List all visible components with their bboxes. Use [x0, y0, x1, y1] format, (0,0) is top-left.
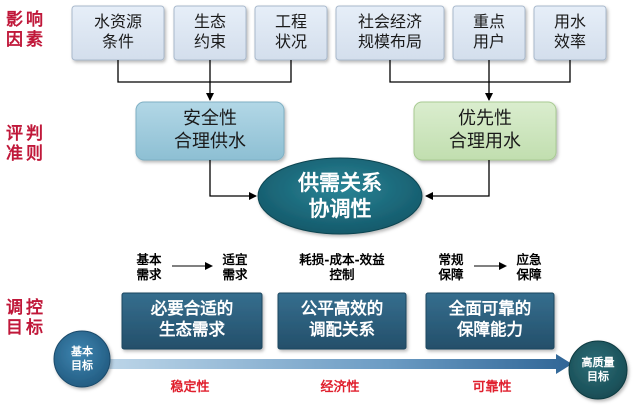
factor-label-socioeconomic-layout: 社会经济 规模布局 [357, 12, 422, 51]
goal-label-security: 全面可靠的 保障能力 [448, 299, 532, 339]
factor-boxes [71, 5, 607, 61]
goal1-to-label: 适宜 需求 [222, 252, 248, 282]
connector-left-group [117, 60, 292, 83]
progression-axis-arrow [108, 354, 572, 374]
criteria-label-safety: 安全性 合理供水 [174, 108, 246, 152]
factor-label-key-users: 重点 用户 [472, 12, 505, 51]
axis-start-label: 基本 目标 [71, 345, 93, 372]
side-label-target: 调控 目标 [6, 298, 46, 339]
goal3-from-label: 常规 保障 [438, 252, 464, 282]
connector-priority-to-core [425, 160, 490, 200]
goal-label-allocation: 公平高效的 调配关系 [300, 299, 384, 339]
factor-connectors [117, 60, 571, 101]
axis-end-circle [568, 340, 628, 400]
goal1-from-label: 基本 需求 [136, 252, 162, 282]
property-label-economy: 经济性 [320, 380, 360, 395]
axis-end-label: 高质量 目标 [581, 356, 615, 383]
goal3-to-label: 应急 保障 [516, 252, 542, 282]
factor-label-water-resources: 水资源 条件 [93, 12, 142, 51]
core-label: 供需关系 协调性 [298, 171, 382, 222]
connector-safety-to-core [209, 160, 257, 200]
goal2-label: 耗损-成本-效益 控制 [299, 252, 385, 282]
criteria-label-priority: 优先性 合理用水 [449, 108, 521, 152]
criteria-box-priority [413, 101, 557, 161]
property-label-stability: 稳定性 [170, 380, 210, 395]
axis-start-circle [53, 330, 111, 388]
core-ellipse [257, 157, 423, 235]
goal-box-security [425, 292, 555, 350]
goal-box-ecology [121, 292, 263, 350]
connector-right-group [389, 60, 571, 83]
side-label-influence: 影响 因素 [6, 10, 46, 51]
factor-label-ecological-constraint: 生态 约束 [193, 12, 226, 51]
goal-label-ecology: 必要合适的 生态需求 [150, 299, 234, 339]
criteria-connectors [209, 160, 490, 200]
factor-label-engineering-status: 工程 状况 [274, 12, 307, 51]
goal-box-allocation [277, 292, 407, 350]
side-label-criteria: 评判 准则 [6, 124, 46, 165]
property-label-reliability: 可靠性 [472, 380, 512, 395]
factor-label-water-efficiency: 用水 效率 [553, 12, 586, 51]
